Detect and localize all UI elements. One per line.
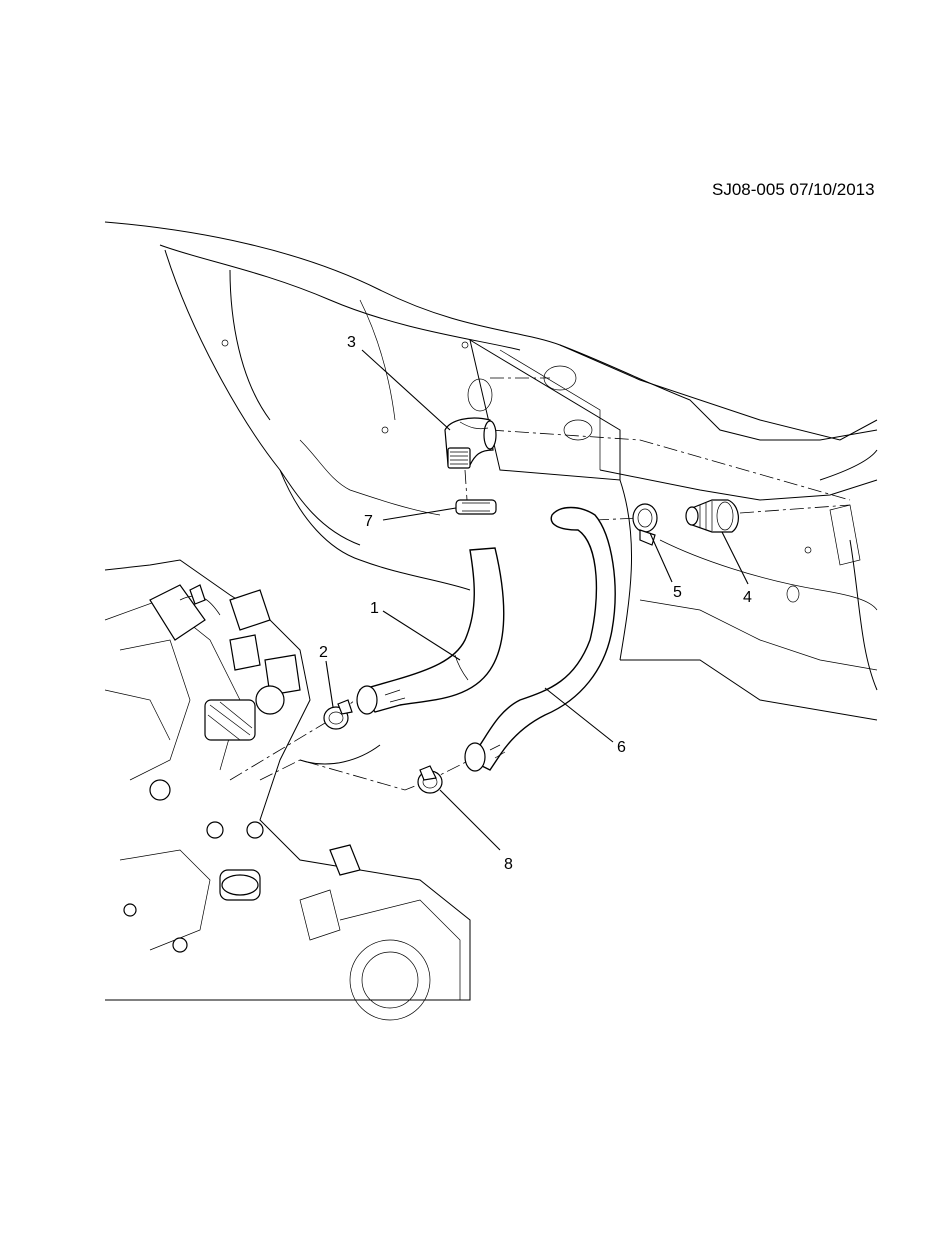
clamp-part-2 [323, 699, 353, 730]
clamp-part-8 [417, 765, 443, 794]
callout-5: 5 [673, 584, 682, 601]
leader-line-3 [361, 349, 451, 431]
hose-part-1 [356, 547, 505, 715]
callout-2: 2 [319, 644, 328, 661]
callout-6: 6 [617, 739, 626, 756]
callout-3: 3 [347, 334, 356, 351]
leader-line-8 [439, 789, 501, 851]
leader-line-1 [382, 610, 461, 661]
callout-8: 8 [504, 856, 513, 873]
callout-7: 7 [364, 513, 373, 530]
engine-assembly [104, 559, 471, 1021]
alignment-line-heater [489, 429, 851, 501]
leader-line-2 [325, 660, 334, 708]
alignment-line-fitting [739, 504, 851, 514]
elbow-fitting-part-3 [444, 417, 497, 469]
clamp-part-5 [632, 503, 658, 546]
clamp-part-7 [455, 499, 497, 515]
document-code: SJ08-005 07/10/2013 [712, 180, 875, 199]
body-panel [104, 221, 878, 721]
alignment-line-clamp8 [259, 759, 471, 791]
leader-line-6 [544, 687, 614, 743]
callout-1: 1 [370, 600, 379, 617]
hose-part-6 [464, 506, 616, 772]
leader-line-5 [649, 532, 673, 583]
fitting-part-4 [685, 499, 739, 533]
leader-line-7 [382, 507, 457, 521]
leader-line-4 [721, 531, 749, 585]
alignment-line-hose1 [464, 469, 468, 501]
callout-4: 4 [743, 589, 752, 606]
